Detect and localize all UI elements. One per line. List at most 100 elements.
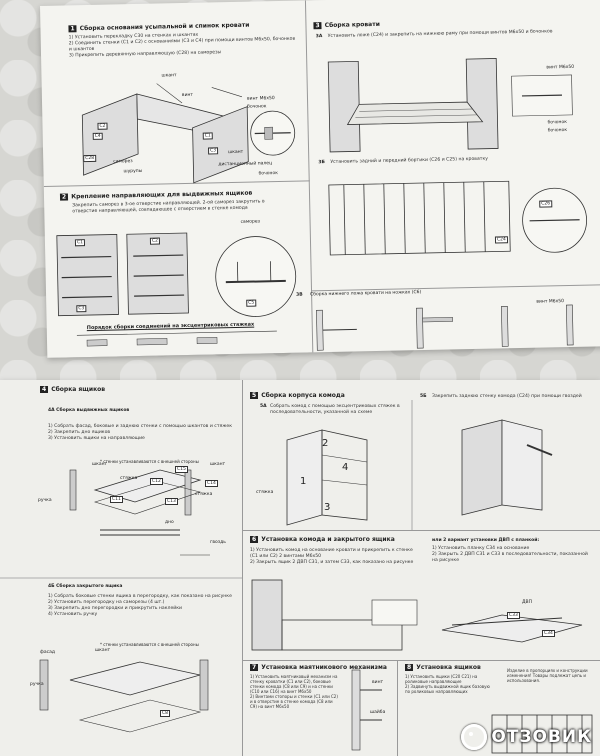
section-5: 5 Сборка корпуса комода 5А Собрать комод…: [242, 380, 600, 531]
label-samorez: саморез: [240, 219, 261, 225]
part-c2: C2: [149, 237, 161, 245]
part-c33: C33: [507, 612, 520, 619]
drawer-diagram: [0, 469, 242, 579]
section-4a-note: * стенки устанавливаются с внешней сторо…: [100, 459, 199, 464]
dresser-install-diagram: [251, 579, 583, 651]
section-7-text: 1) Установить маятниковый механизм на ст…: [250, 674, 338, 709]
label-shurupy: шурупы: [123, 168, 143, 175]
section-title-text: Сборка ящиков: [51, 386, 106, 393]
part-c5: C5: [246, 299, 257, 307]
section-6-alt-text: 1) Установить планку C34 на основание 2)…: [432, 546, 588, 563]
section-5a-text: Собрать комод с помощью эксцентриковых с…: [270, 404, 400, 415]
section-4b-text: 1) Собрать боковые стенки ящика в перего…: [48, 594, 232, 617]
part-c1: C1: [74, 239, 86, 247]
pendulum-diagram: [351, 669, 382, 751]
section-8: 8 Установка ящиков 1) Установить ящики (…: [397, 660, 600, 756]
section-title-text: Установка комода и закрытого ящика: [261, 536, 395, 543]
part-c13: C13: [165, 498, 178, 505]
label-ruchka: ручка: [38, 498, 52, 503]
label-vint-m6: винт M6х50: [246, 96, 275, 102]
step-4: 4: [342, 462, 349, 473]
section-6: 6 Установка комода и закрытого ящика 1) …: [242, 530, 600, 661]
subsection-4a: 4А Сборка выдвижных ящиков: [48, 408, 130, 413]
section-8-text: 1) Установить ящики (C20 C21) на роликов…: [405, 674, 490, 694]
section-8-title: 8 Установка ящиков: [405, 664, 481, 671]
label-shaiba: шайба: [370, 710, 386, 715]
watermark-text: ОТЗОВИК: [491, 727, 592, 747]
subsection-5b: 5Б: [420, 394, 427, 399]
part-c12: C12: [150, 478, 163, 485]
bed-side-diagram: [81, 83, 296, 184]
label-bochonok: бочонок: [547, 119, 567, 126]
section-7: 7 Установка маятникового механизма 1) Ус…: [242, 660, 398, 756]
step-1: 1: [300, 476, 307, 487]
label-shkant: шкант: [95, 648, 111, 653]
label-styazhka: стяжка: [256, 490, 274, 495]
label-shkant: шкант: [161, 73, 177, 79]
section-2: 2 Крепление направляющих для выдвижных я…: [43, 180, 314, 358]
section-5b-text: Закрепить заднюю стенку комода (C24) при…: [432, 394, 582, 399]
instruction-sheet-top: 1 Сборка основания усыпальной и спинок к…: [40, 0, 600, 358]
label-gvozd: гвоздь: [210, 540, 226, 545]
dresser-frame-diagram: [286, 400, 553, 530]
step-2: 2: [322, 438, 329, 449]
rails-diagram: [56, 232, 297, 347]
section-4a-text: 1) Собрать фасад, боковые и заднюю стенк…: [48, 424, 232, 441]
section-8-note: Изделие в пропорциях и конструкции измен…: [507, 668, 588, 683]
bed-frame-diagram: [327, 58, 588, 256]
section-4-title: 4 Сборка ящиков: [40, 386, 105, 393]
part-c3: C3: [76, 305, 87, 313]
section-number: 8: [405, 664, 414, 671]
section-number: 5: [250, 392, 259, 399]
part-c24: C24: [494, 236, 508, 244]
part-c4: C4: [92, 132, 103, 140]
section-3: 3 Сборка кровати 3А Установить ложе (C24…: [304, 0, 600, 292]
part-c15: C15: [175, 466, 188, 473]
section-number: 7: [250, 664, 259, 671]
section-title-text: Установка ящиков: [416, 664, 481, 671]
part-c3: C3: [208, 147, 219, 155]
label-shkant: шкант: [92, 462, 108, 467]
otzovik-watermark: ОТЗОВИК: [461, 724, 592, 750]
subsection-5a: 5А: [260, 404, 267, 409]
part-c26: C26: [539, 200, 553, 208]
section-title-text: Сборка корпуса комода: [261, 392, 345, 399]
section-7-title: 7 Установка маятникового механизма: [250, 664, 387, 671]
label-dno: дно: [165, 520, 174, 525]
part-c1: C1: [202, 132, 213, 140]
section-6-text: 1) Установить комод на основание кровати…: [250, 548, 414, 565]
label-styazhka: стяжка: [120, 476, 138, 481]
subsection-3b: 3Б: [318, 160, 325, 166]
label-vint: винт: [181, 92, 194, 99]
label-bochonok-2: бочонок: [547, 127, 568, 134]
label-vint: винт: [372, 680, 384, 685]
closed-drawer-diagram: [39, 659, 209, 733]
part-c8: C8: [160, 710, 171, 717]
otzovik-logo-icon: [461, 724, 488, 750]
part-c34: C34: [542, 630, 555, 637]
label-samorez: саморез: [113, 159, 133, 165]
part-c2: C2: [97, 122, 108, 130]
part-c28: C28: [83, 154, 97, 163]
label-bochonok-2: бочонок: [258, 171, 278, 177]
section-number: 4: [40, 386, 49, 393]
label-dvp: ДВП: [522, 600, 532, 605]
label-fasad: фасад: [40, 650, 55, 655]
section-3c: 3В Сборка нижнего ложа кровати на ножках…: [286, 284, 600, 353]
label-vint-m6: винт M6х50: [546, 64, 575, 71]
crib-bars-diagram: [491, 714, 593, 754]
legs-diagram: [316, 304, 574, 351]
label-styazhka-2: стяжка: [195, 492, 213, 497]
part-c11: C11: [110, 496, 123, 503]
section-title-text: Установка маятникового механизма: [261, 664, 387, 671]
section-number: 6: [250, 536, 259, 543]
section-5-title: 5 Сборка корпуса комода: [250, 392, 345, 399]
instruction-sheet-bottom: 4 Сборка ящиков 4А Сборка выдвижных ящик…: [0, 380, 600, 756]
label-bochonok: бочонок: [247, 104, 267, 110]
section-4b-note: * стенки устанавливаются с внешней сторо…: [100, 642, 199, 647]
section-6-title: 6 Установка комода и закрытого ящика: [250, 536, 395, 543]
label-shkant-2: шкант: [228, 149, 244, 156]
section-6-alt-title: или 2 вариант установки ДВП с планкой:: [432, 538, 540, 543]
part-c14: C14: [205, 480, 218, 487]
section-4: 4 Сборка ящиков 4А Сборка выдвижных ящик…: [0, 380, 243, 756]
